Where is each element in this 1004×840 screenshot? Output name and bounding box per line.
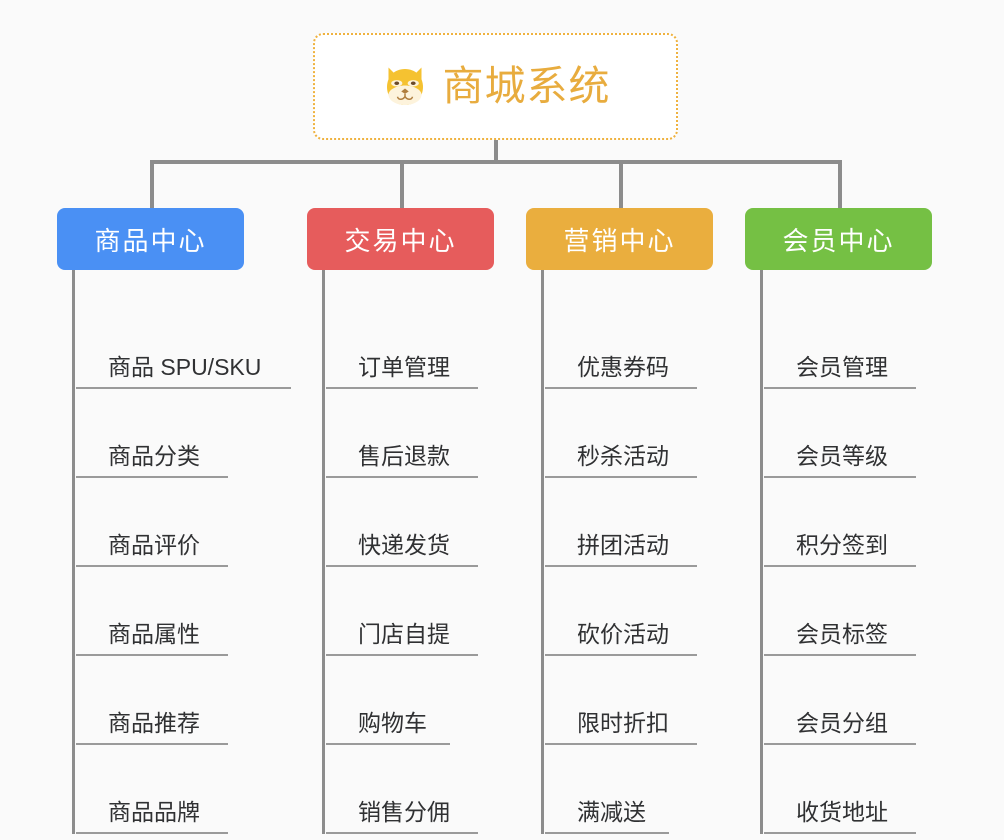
- list-item[interactable]: 商品属性: [75, 567, 291, 656]
- leaf-label: 满减送: [545, 799, 669, 834]
- list-item[interactable]: 拼团活动: [544, 478, 713, 567]
- list-item[interactable]: 购物车: [325, 656, 494, 745]
- branch-header-product-center[interactable]: 商品中心: [57, 208, 244, 270]
- branch-body-trade-center: 订单管理 售后退款 快递发货 门店自提 购物车 销售分佣: [322, 270, 494, 834]
- leaf-label: 商品 SPU/SKU: [76, 354, 291, 389]
- leaf-label: 商品品牌: [76, 799, 228, 834]
- leaf-label: 会员等级: [764, 443, 916, 478]
- list-item[interactable]: 商品评价: [75, 478, 291, 567]
- connector-horizontal-bus: [150, 160, 842, 164]
- list-item[interactable]: 秒杀活动: [544, 389, 713, 478]
- leaf-label: 销售分佣: [326, 799, 478, 834]
- leaf-label: 订单管理: [326, 354, 478, 389]
- list-item[interactable]: 售后退款: [325, 389, 494, 478]
- leaf-label: 积分签到: [764, 532, 916, 567]
- list-item[interactable]: 收货地址: [763, 745, 932, 834]
- root-node[interactable]: 商城系统: [313, 33, 678, 140]
- connector-root-stem: [494, 140, 498, 164]
- leaf-label: 商品分类: [76, 443, 228, 478]
- branch-member-center: 会员中心 会员管理 会员等级 积分签到 会员标签 会员分组 收货地址: [745, 208, 932, 834]
- branch-body-product-center: 商品 SPU/SKU 商品分类 商品评价 商品属性 商品推荐 商品品牌: [72, 270, 291, 834]
- list-item[interactable]: 满减送: [544, 745, 713, 834]
- root-title: 商城系统: [442, 63, 611, 109]
- leaf-label: 会员分组: [764, 710, 916, 745]
- list-item[interactable]: 会员标签: [763, 567, 932, 656]
- leaf-label: 优惠券码: [545, 354, 697, 389]
- branch-body-member-center: 会员管理 会员等级 积分签到 会员标签 会员分组 收货地址: [760, 270, 932, 834]
- leaf-label: 限时折扣: [545, 710, 697, 745]
- branch-header-trade-center[interactable]: 交易中心: [307, 208, 494, 270]
- leaf-label: 秒杀活动: [545, 443, 697, 478]
- connector-drop-3: [619, 160, 623, 210]
- leaf-label: 商品评价: [76, 532, 228, 567]
- list-item[interactable]: 快递发货: [325, 478, 494, 567]
- connector-drop-2: [400, 160, 404, 210]
- connector-drop-4: [838, 160, 842, 210]
- list-item[interactable]: 门店自提: [325, 567, 494, 656]
- list-item[interactable]: 限时折扣: [544, 656, 713, 745]
- leaf-label: 收货地址: [764, 799, 916, 834]
- leaf-label: 商品属性: [76, 621, 228, 656]
- leaf-label: 会员管理: [764, 354, 916, 389]
- leaf-label: 会员标签: [764, 621, 916, 656]
- list-item[interactable]: 砍价活动: [544, 567, 713, 656]
- leaf-label: 拼团活动: [545, 532, 697, 567]
- dog-face-icon: [381, 63, 429, 111]
- branch-header-marketing-center[interactable]: 营销中心: [526, 208, 713, 270]
- list-item[interactable]: 商品 SPU/SKU: [75, 300, 291, 389]
- branch-product-center: 商品中心 商品 SPU/SKU 商品分类 商品评价 商品属性 商品推荐 商品品牌: [57, 208, 291, 834]
- list-item[interactable]: 优惠券码: [544, 300, 713, 389]
- branch-marketing-center: 营销中心 优惠券码 秒杀活动 拼团活动 砍价活动 限时折扣 满减送: [526, 208, 713, 834]
- list-item[interactable]: 会员分组: [763, 656, 932, 745]
- branch-trade-center: 交易中心 订单管理 售后退款 快递发货 门店自提 购物车 销售分佣: [307, 208, 494, 834]
- leaf-label: 售后退款: [326, 443, 478, 478]
- list-item[interactable]: 会员管理: [763, 300, 932, 389]
- list-item[interactable]: 积分签到: [763, 478, 932, 567]
- list-item[interactable]: 订单管理: [325, 300, 494, 389]
- list-item[interactable]: 销售分佣: [325, 745, 494, 834]
- branch-header-member-center[interactable]: 会员中心: [745, 208, 932, 270]
- leaf-label: 商品推荐: [76, 710, 228, 745]
- list-item[interactable]: 商品分类: [75, 389, 291, 478]
- list-item[interactable]: 商品推荐: [75, 656, 291, 745]
- leaf-label: 购物车: [326, 710, 450, 745]
- connector-drop-1: [150, 160, 154, 210]
- leaf-label: 砍价活动: [545, 621, 697, 656]
- leaf-label: 门店自提: [326, 621, 478, 656]
- list-item[interactable]: 商品品牌: [75, 745, 291, 834]
- branch-body-marketing-center: 优惠券码 秒杀活动 拼团活动 砍价活动 限时折扣 满减送: [541, 270, 713, 834]
- list-item[interactable]: 会员等级: [763, 389, 932, 478]
- leaf-label: 快递发货: [326, 532, 478, 567]
